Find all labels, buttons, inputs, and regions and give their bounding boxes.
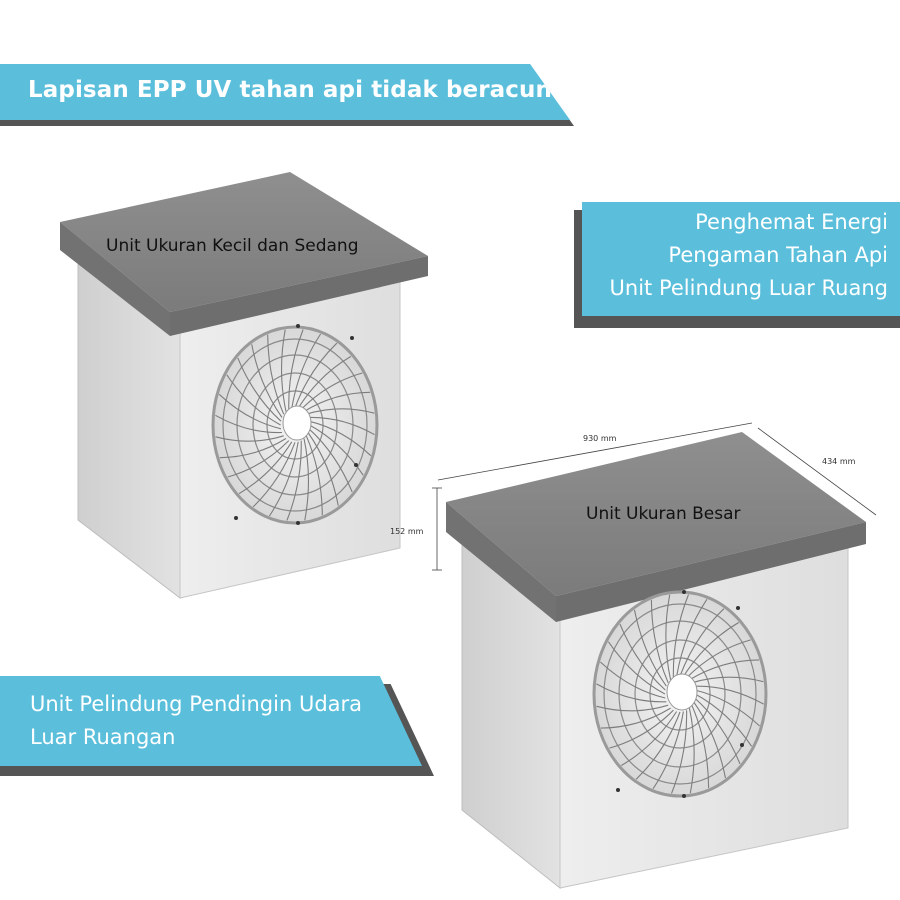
fan-spoke — [635, 711, 681, 780]
fan-spoke — [682, 622, 739, 677]
fan-spoke — [251, 344, 283, 418]
right-banner-line-3: Unit Pelindung Luar Ruang — [609, 276, 888, 300]
dimension-depth: 434 mm — [822, 457, 856, 466]
fan-spoke — [665, 594, 672, 681]
fan-spoke — [672, 594, 690, 678]
fan-spoke — [300, 372, 363, 410]
fan-spoke — [286, 440, 302, 521]
fan-spoke — [219, 438, 287, 459]
fan-spoke — [306, 408, 375, 415]
fan-spoke — [305, 435, 323, 516]
fan-spoke — [600, 707, 671, 729]
fan-spoke — [288, 329, 304, 410]
fan-spoke — [596, 704, 669, 712]
large-unit-fan-guard — [592, 590, 768, 798]
small-unit-label: Unit Ukuran Kecil dan Sedang — [106, 236, 359, 256]
fan-spoke — [650, 599, 669, 684]
fan-spoke — [308, 420, 372, 457]
fan-spoke — [215, 435, 284, 442]
fan-spoke — [303, 391, 371, 412]
fan-spoke — [309, 424, 364, 476]
fan-spoke — [609, 709, 674, 749]
bottom-banner: Unit Pelindung Pendingin Udara Luar Ruan… — [0, 676, 422, 766]
fan-spoke — [218, 393, 282, 430]
fan-spoke — [633, 609, 667, 687]
bottom-banner-line-1: Unit Pelindung Pendingin Udara — [30, 692, 363, 716]
fan-spoke — [308, 428, 353, 493]
fan-spoke — [596, 683, 667, 703]
bottom-banner-line-2: Luar Ruangan — [30, 725, 176, 749]
fan-spoke — [689, 659, 760, 681]
dimension-width: 930 mm — [583, 434, 617, 443]
large-unit-label: Unit Ukuran Besar — [586, 504, 741, 524]
fan-spoke — [693, 701, 727, 779]
fan-spoke — [267, 334, 285, 415]
fan-spoke — [297, 355, 352, 409]
top-banner: Lapisan EPP UV tahan api tidak beracun — [0, 64, 570, 120]
fan-spoke — [652, 711, 684, 790]
fan-spoke — [691, 676, 764, 684]
fan-spoke — [676, 598, 708, 677]
fan-spoke — [694, 693, 753, 747]
fan-spoke — [227, 440, 290, 478]
fan-spoke — [686, 639, 751, 679]
small-unit-fan-guard — [211, 324, 379, 525]
fan-spoke — [238, 441, 293, 495]
fan-spoke — [607, 641, 666, 695]
fan-spoke — [281, 329, 287, 412]
fan-spoke — [670, 710, 688, 794]
right-banner: Penghemat Energi Pengaman Tahan Api Unit… — [582, 202, 900, 316]
top-banner-text: Lapisan EPP UV tahan api tidak beracun — [28, 77, 552, 103]
fan-spoke — [694, 689, 760, 727]
small-unit-cover — [60, 172, 428, 600]
fan-spoke — [621, 711, 678, 766]
fan-spoke — [303, 438, 309, 521]
large-unit-cover — [432, 422, 877, 890]
fan-spoke — [619, 623, 666, 691]
fan-spoke — [691, 704, 710, 789]
fan-spoke — [294, 342, 338, 408]
right-banner-line-2: Pengaman Tahan Api — [668, 243, 888, 267]
fan-spoke — [679, 608, 725, 677]
fan-spoke — [693, 685, 764, 705]
fan-spoke — [291, 333, 322, 409]
fan-spoke — [226, 374, 281, 426]
fan-spoke — [215, 414, 283, 434]
dimension-height: 152 mm — [390, 527, 424, 536]
fan-spoke — [252, 442, 296, 508]
fan-spoke — [600, 661, 666, 699]
fan-spoke — [688, 707, 695, 794]
fan-spoke — [268, 441, 299, 517]
fan-spoke — [694, 697, 741, 765]
fan-spoke — [307, 432, 339, 506]
right-banner-line-1: Penghemat Energi — [695, 210, 888, 234]
fan-spoke — [307, 416, 375, 436]
fan-spoke — [237, 357, 282, 422]
